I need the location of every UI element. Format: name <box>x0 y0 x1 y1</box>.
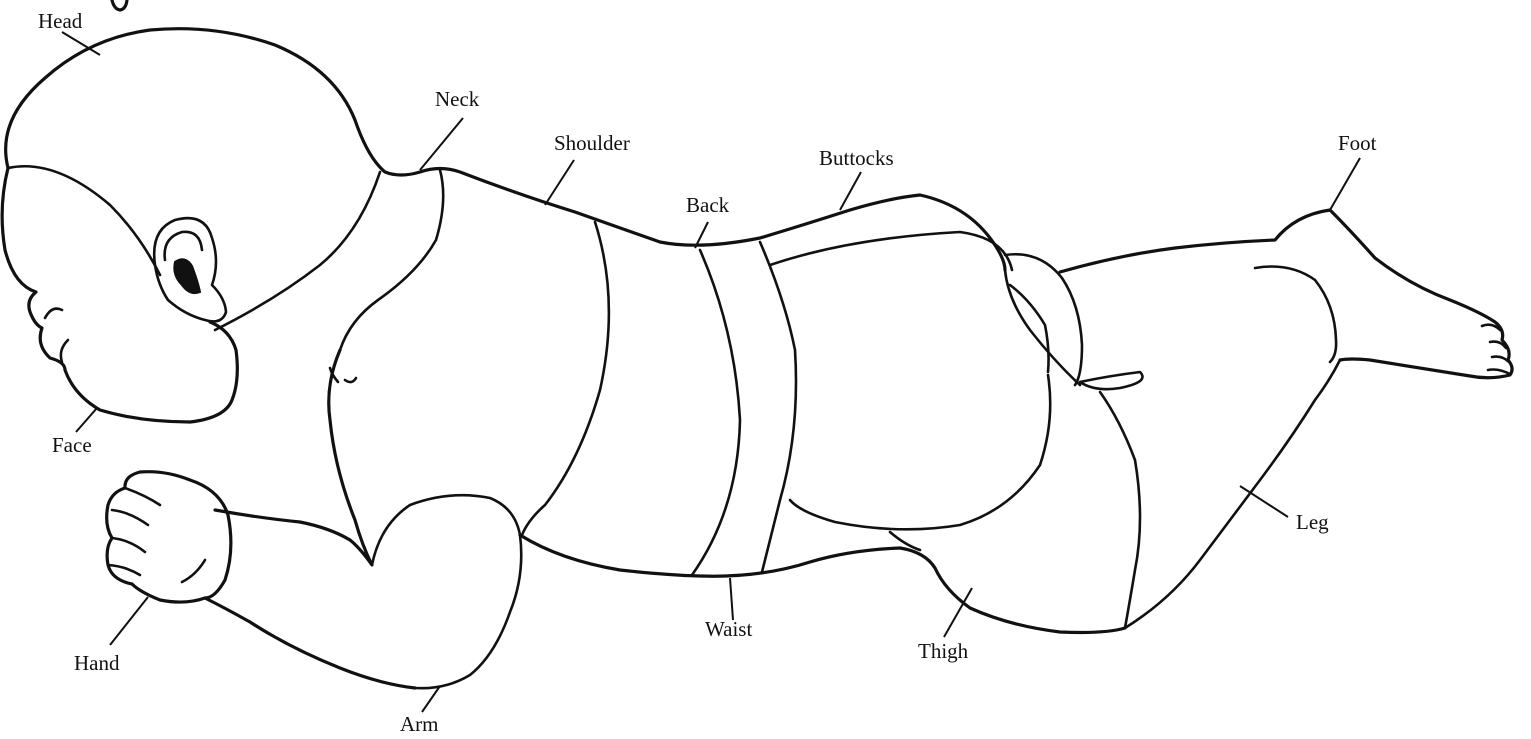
ear-shape <box>154 218 226 321</box>
label-back: Back <box>686 193 730 217</box>
hand-shape <box>107 472 231 602</box>
collar-line <box>340 170 443 350</box>
thigh-leader <box>944 588 972 637</box>
label-arm: Arm <box>400 712 439 736</box>
belly-outline <box>520 535 1125 633</box>
head-shape <box>2 29 420 422</box>
label-face: Face <box>52 433 92 457</box>
top-edge-mark <box>112 0 127 10</box>
label-waist: Waist <box>705 617 752 641</box>
label-buttocks: Buttocks <box>819 146 894 170</box>
buttocks-leader <box>840 172 861 210</box>
leg-shape <box>1060 210 1512 628</box>
back-outline <box>420 169 1005 271</box>
waist-leader <box>730 578 733 620</box>
shoulder-leader <box>545 160 574 205</box>
neck-leader <box>420 118 463 170</box>
label-hand: Hand <box>74 651 120 675</box>
foot-leader <box>1330 158 1360 210</box>
label-foot: Foot <box>1338 131 1377 155</box>
hand-leader <box>110 597 148 645</box>
torso-bands <box>522 222 1050 575</box>
face-leader <box>76 408 97 432</box>
leg-leader <box>1240 486 1288 517</box>
label-thigh: Thigh <box>918 639 969 663</box>
buttocks-shape <box>770 232 1143 389</box>
neck-line <box>215 172 380 330</box>
arm-leader <box>422 686 440 712</box>
label-shoulder: Shoulder <box>554 131 630 155</box>
arm-shape <box>205 350 521 688</box>
label-head: Head <box>38 9 83 33</box>
label-leg: Leg <box>1296 510 1329 534</box>
label-neck: Neck <box>435 87 480 111</box>
leader-lines <box>62 32 1360 712</box>
